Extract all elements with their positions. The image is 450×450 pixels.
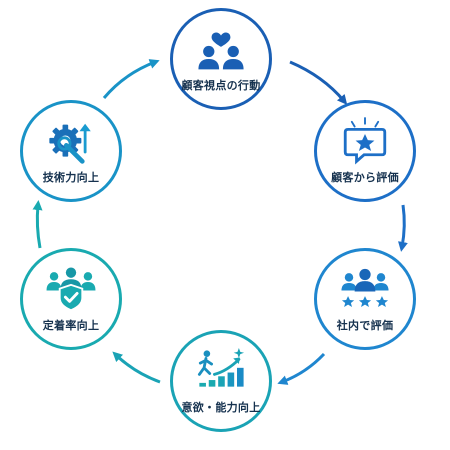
- node-label: 技術力向上: [42, 171, 100, 184]
- gear-wrench-up-icon: [49, 123, 91, 164]
- arrow-6-to-1: [102, 59, 160, 99]
- team-shield-icon: [46, 267, 96, 312]
- growth-stairs-icon: [197, 348, 245, 387]
- node-label: 顧客から評価: [331, 171, 399, 184]
- cycle-node-internal-evaluation: 社内で評価: [314, 248, 416, 350]
- cycle-node-motivation-ability: 意欲・能力向上: [170, 330, 272, 432]
- cycle-node-customer-action: 顧客視点の行動: [170, 8, 272, 110]
- customer-heart-icon: [198, 32, 244, 70]
- star-speech-bubble-icon: [343, 117, 387, 165]
- node-label: 顧客視点の行動: [181, 79, 261, 92]
- cycle-node-customer-evaluation: 顧客から評価: [314, 100, 416, 202]
- team-stars-icon: [341, 268, 389, 307]
- arrow-2-to-3: [398, 204, 408, 252]
- arrow-5-to-6: [32, 200, 43, 249]
- cycle-node-technical-skill: 技術力向上: [20, 100, 122, 202]
- arrow-1-to-2: [289, 60, 348, 105]
- node-label: 社内で評価: [336, 319, 394, 332]
- cycle-node-retention: 定着率向上: [20, 248, 122, 350]
- node-label: 定着率向上: [42, 319, 100, 332]
- arrow-4-to-5: [112, 351, 161, 384]
- node-label: 意欲・能力向上: [181, 401, 261, 414]
- arrow-3-to-4: [277, 352, 326, 385]
